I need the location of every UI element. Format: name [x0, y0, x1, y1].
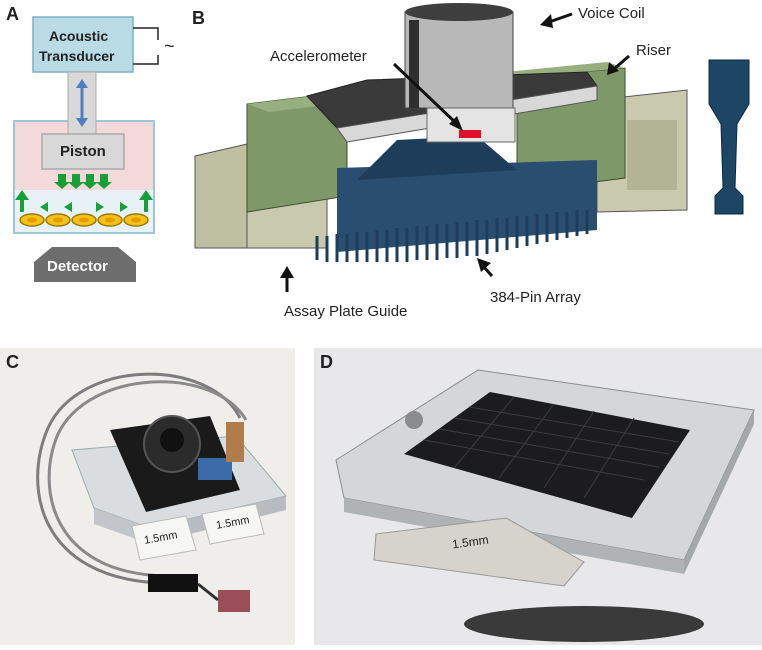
pin-array-strut	[357, 136, 517, 180]
panel-c-photo	[0, 348, 295, 645]
detector-label: Detector	[47, 258, 108, 275]
panel-a-schematic	[13, 16, 159, 282]
panel-a-letter: A	[6, 4, 19, 24]
guide-base-right-side	[627, 120, 677, 190]
connector-wire	[197, 582, 219, 602]
frame-right-edge	[684, 410, 754, 574]
riser-label: Riser	[636, 42, 672, 59]
flow-arrow-left-head	[15, 190, 29, 200]
pin-array-pins	[315, 210, 589, 262]
panel-c-photo-art	[0, 348, 295, 645]
base-shadow	[464, 606, 704, 642]
voice-coil-top	[405, 3, 513, 21]
piston-box	[41, 133, 125, 170]
cell-nuclei	[27, 217, 141, 223]
transducer-label-line1: Acoustic	[49, 28, 109, 44]
electronics-board	[198, 458, 232, 480]
flow-arrows	[54, 174, 112, 189]
annotation-arrows	[280, 12, 630, 292]
accelerometer-mount	[426, 107, 516, 143]
tape-label-left	[131, 515, 197, 561]
panel-d-photo	[314, 348, 762, 645]
transducer-label-line2: Transducer	[39, 48, 115, 64]
pin-array-body	[337, 160, 597, 252]
panel-c-letter: C	[6, 352, 19, 372]
voice-coil-label: Voice Coil	[578, 5, 645, 22]
tape-label-right	[201, 503, 265, 545]
pin-array-grid	[423, 396, 680, 499]
panel-d-letter: D	[320, 352, 333, 372]
flow-arrow-right-head	[139, 190, 153, 200]
ac-circuit-bottom	[133, 55, 159, 65]
cable-loop-2	[47, 380, 248, 578]
piston-label: Piston	[60, 143, 106, 160]
cable-loop	[36, 372, 242, 585]
wiring-bundle	[226, 422, 244, 462]
ac-circuit-top	[133, 27, 159, 40]
panel-b-device-render	[194, 3, 750, 292]
transducer-box	[32, 16, 134, 73]
connector-red	[218, 590, 250, 612]
accelerometer-label: Accelerometer	[270, 48, 367, 65]
voice-coil-shadow	[409, 20, 419, 108]
shim-plate	[373, 517, 585, 587]
vibration-arrow-down	[76, 118, 88, 127]
lateral-arrows	[40, 202, 128, 212]
ac-source-symbol: ~	[164, 36, 175, 56]
detector-shape	[34, 247, 136, 282]
accelerometer-chip	[459, 130, 481, 138]
voice-coil-body	[404, 11, 514, 109]
pin-array-block	[404, 392, 690, 518]
panel-b-letter: B	[192, 8, 205, 28]
single-pin-side-view	[708, 59, 750, 215]
assay-plate-guide-label: Assay Plate Guide	[284, 303, 408, 320]
frame-hole	[405, 411, 423, 429]
vibration-arrow-up	[76, 79, 88, 88]
connector-black	[148, 574, 198, 592]
speaker-center	[160, 428, 184, 452]
pin-array-label: 384-Pin Array	[490, 289, 581, 306]
panel-d-photo-art	[314, 348, 762, 645]
